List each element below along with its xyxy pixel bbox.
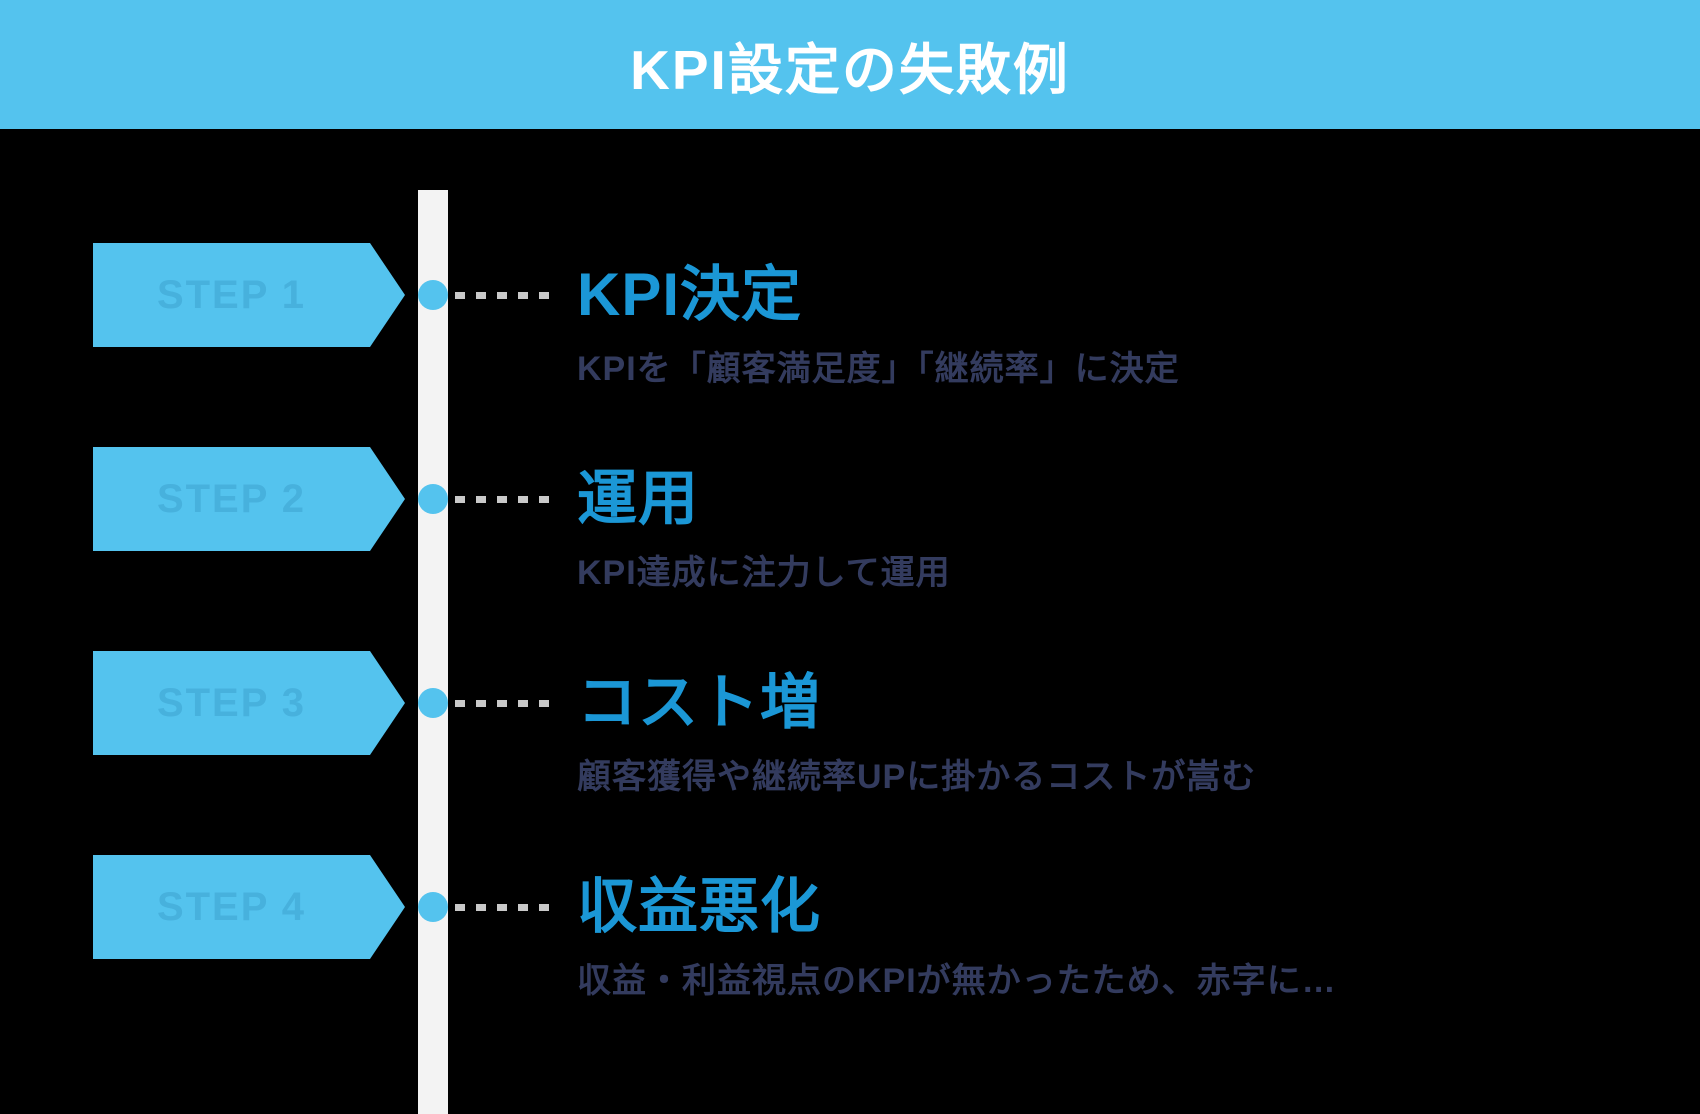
step-row-4: STEP 4 収益悪化 収益・利益視点のKPIが無かったため、赤字に… — [0, 855, 1700, 998]
dotted-connector — [455, 700, 558, 707]
step-label: STEP 2 — [156, 476, 307, 521]
dotted-connector — [455, 496, 558, 503]
step-arrow: STEP 3 — [93, 651, 405, 755]
dotted-connector — [455, 904, 558, 911]
step-description: KPIを「顧客満足度」「継続率」に決定 — [577, 350, 1180, 388]
timeline-dot — [418, 892, 448, 922]
step-row-2: STEP 2 運用 KPI達成に注力して運用 — [0, 447, 1700, 590]
page-title: KPI設定の失敗例 — [630, 38, 1070, 101]
step-description: 顧客獲得や継続率UPに掛かるコストが嵩む — [577, 758, 1257, 796]
step-label: STEP 4 — [156, 884, 307, 929]
step-arrow: STEP 2 — [93, 447, 405, 551]
step-arrow: STEP 1 — [93, 243, 405, 347]
timeline-dot — [418, 484, 448, 514]
step-label: STEP 3 — [156, 680, 307, 725]
step-description: KPI達成に注力して運用 — [577, 554, 951, 592]
step-heading: コスト増 — [577, 669, 821, 736]
step-row-3: STEP 3 コスト増 顧客獲得や継続率UPに掛かるコストが嵩む — [0, 651, 1700, 794]
step-description: 収益・利益視点のKPIが無かったため、赤字に… — [577, 962, 1337, 1000]
dotted-connector — [455, 292, 558, 299]
step-arrow: STEP 4 — [93, 855, 405, 959]
header-banner: KPI設定の失敗例 — [0, 0, 1700, 129]
step-heading: 運用 — [577, 465, 699, 532]
step-heading: KPI決定 — [577, 261, 803, 328]
timeline-bar — [418, 190, 448, 1114]
step-row-1: STEP 1 KPI決定 KPIを「顧客満足度」「継続率」に決定 — [0, 243, 1700, 386]
timeline-dot — [418, 280, 448, 310]
step-heading: 収益悪化 — [577, 873, 821, 940]
step-label: STEP 1 — [156, 272, 307, 317]
timeline-dot — [418, 688, 448, 718]
